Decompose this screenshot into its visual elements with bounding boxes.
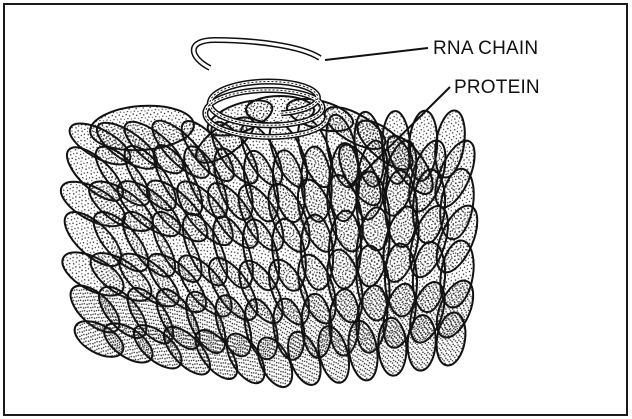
rna-chain-label: RNA CHAIN — [433, 38, 538, 59]
protein-label: PROTEIN — [454, 77, 540, 98]
